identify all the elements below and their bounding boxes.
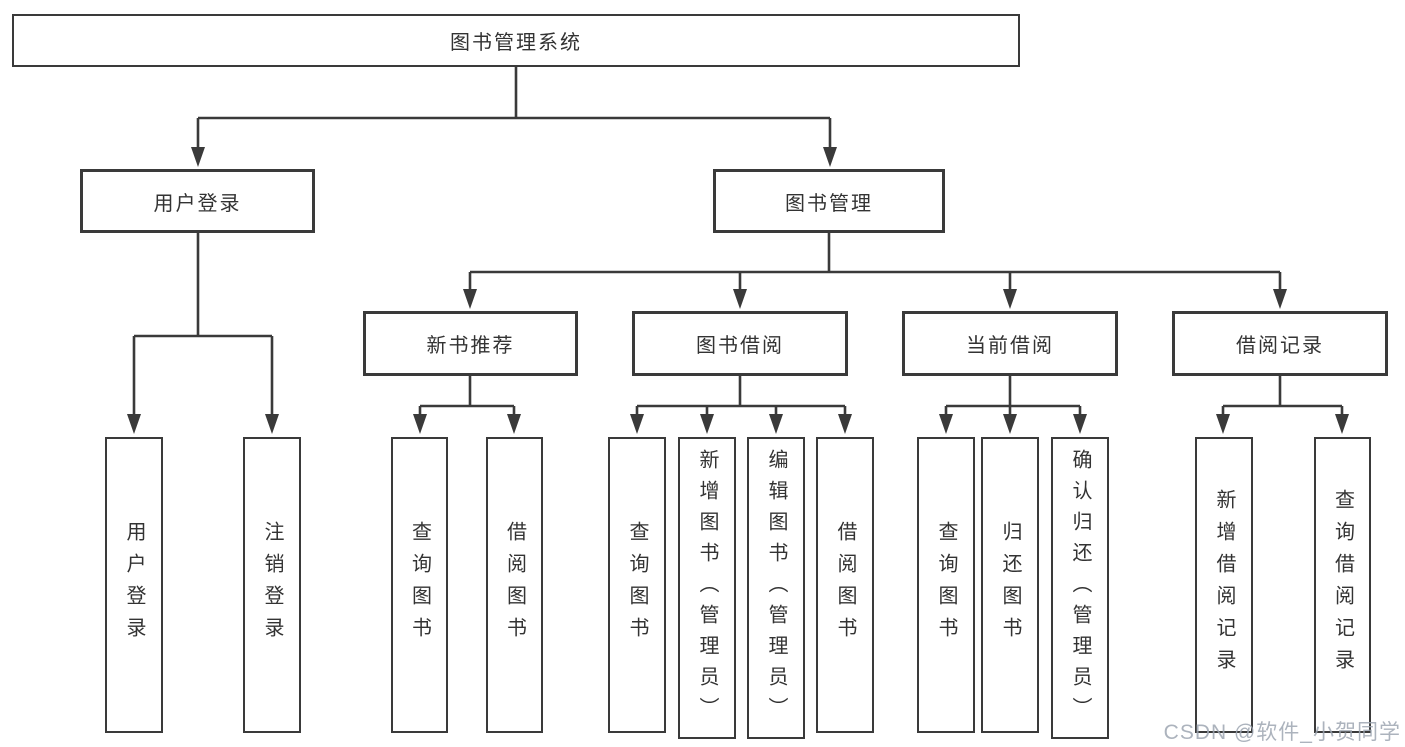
node-book-management-label: 图书管理 xyxy=(785,192,873,215)
node-new-book-recommend: 新书推荐 xyxy=(363,311,578,376)
leaf-logout-label: 注销登录 xyxy=(261,521,283,649)
node-library-management-system: 图书管理系统 xyxy=(12,14,1020,67)
leaf-add-books-admin-label: 新增图书（管理员） xyxy=(696,448,718,728)
leaf-query-borrow-record-label: 查询借阅记录 xyxy=(1331,489,1354,681)
leaf-user-login: 用户登录 xyxy=(105,437,163,733)
node-current-borrowing: 当前借阅 xyxy=(902,311,1118,376)
leaf-confirm-return-admin-label: 确认归还（管理员） xyxy=(1069,448,1091,728)
leaf-confirm-return-admin: 确认归还（管理员） xyxy=(1051,437,1109,739)
leaf-borrow-books-recommend-label: 借阅图书 xyxy=(503,521,526,649)
node-user-login-label: 用户登录 xyxy=(153,192,242,215)
leaf-query-books-current: 查询图书 xyxy=(917,437,975,733)
node-current-borrowing-label: 当前借阅 xyxy=(966,335,1054,357)
leaf-query-books-borrowing-label: 查询图书 xyxy=(626,521,648,649)
leaf-query-books-borrowing: 查询图书 xyxy=(608,437,666,733)
node-book-borrowing-label: 图书借阅 xyxy=(696,335,784,357)
leaf-return-books-label: 归还图书 xyxy=(999,521,1021,649)
leaf-user-login-label: 用户登录 xyxy=(123,521,145,649)
leaf-logout: 注销登录 xyxy=(243,437,301,733)
leaf-borrow-books-recommend: 借阅图书 xyxy=(486,437,543,733)
leaf-query-books-recommend-label: 查询图书 xyxy=(408,521,431,649)
csdn-watermark: CSDN @软件_小贺同学 xyxy=(1163,721,1401,744)
leaf-query-books-recommend: 查询图书 xyxy=(391,437,448,733)
leaf-query-books-current-label: 查询图书 xyxy=(935,521,957,649)
leaf-borrow-books-borrowing: 借阅图书 xyxy=(816,437,874,733)
leaf-edit-books-admin-label: 编辑图书（管理员） xyxy=(765,448,787,728)
leaf-edit-books-admin: 编辑图书（管理员） xyxy=(747,437,805,739)
leaf-add-borrow-record-label: 新增借阅记录 xyxy=(1213,489,1235,681)
node-book-management: 图书管理 xyxy=(713,169,945,233)
node-library-management-system-label: 图书管理系统 xyxy=(450,32,582,54)
node-user-login: 用户登录 xyxy=(80,169,315,233)
leaf-add-books-admin: 新增图书（管理员） xyxy=(678,437,736,739)
node-borrowing-records-label: 借阅记录 xyxy=(1236,335,1324,357)
node-book-borrowing: 图书借阅 xyxy=(632,311,848,376)
leaf-query-borrow-record: 查询借阅记录 xyxy=(1314,437,1371,733)
node-borrowing-records: 借阅记录 xyxy=(1172,311,1388,376)
leaf-return-books: 归还图书 xyxy=(981,437,1039,733)
node-new-book-recommend-label: 新书推荐 xyxy=(426,335,515,357)
leaf-add-borrow-record: 新增借阅记录 xyxy=(1195,437,1253,733)
leaf-borrow-books-borrowing-label: 借阅图书 xyxy=(834,521,856,649)
